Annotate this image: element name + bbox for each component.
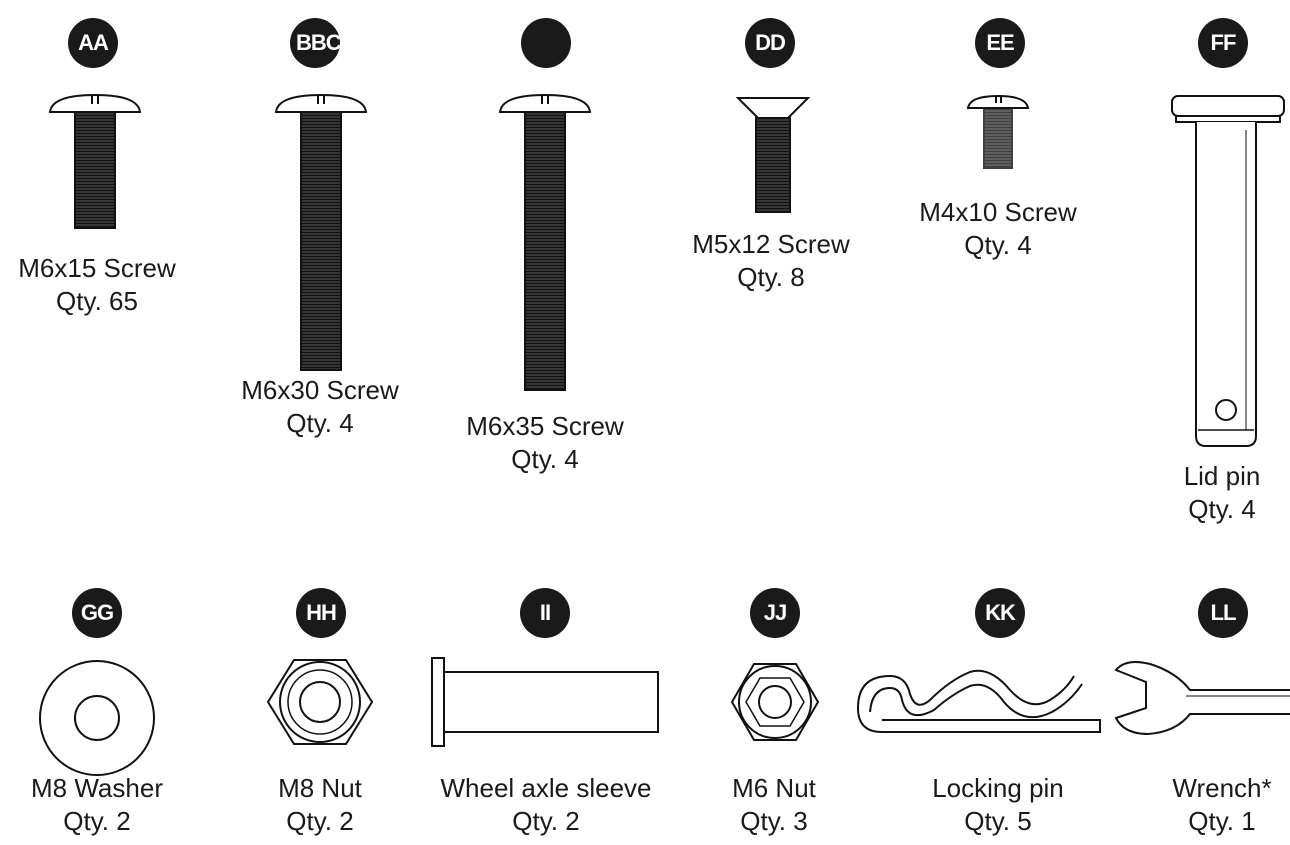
aa-screw-drawing [48,93,142,229]
badge-gg: GG [72,588,122,638]
part-label-jj: M6 Nut Qty. 3 [732,772,816,838]
ii-sleeve-drawing [431,657,659,747]
part-qty: Qty. 4 [964,230,1032,260]
dd-screw-drawing [735,97,811,213]
cc-screw-drawing [498,93,592,391]
gg-washer-drawing [39,660,155,776]
ff-lid-pin-drawing [1171,95,1285,447]
part-qty: Qty. 2 [286,806,354,836]
badge-dd: DD [745,18,795,68]
part-label-ff: Lid pin Qty. 4 [1184,460,1261,526]
part-qty: Qty. 1 [1188,806,1256,836]
badge-aa: AA [68,18,118,68]
badge-ff: FF [1198,18,1248,68]
part-label-dd: M5x12 Screw Qty. 8 [692,228,850,294]
part-name: M6 Nut [732,773,816,803]
part-name: Locking pin [932,773,1064,803]
kk-locking-pin-drawing [856,669,1101,733]
part-label-ii: Wheel axle sleeve Qty. 2 [441,772,652,838]
part-qty: Qty. 4 [286,408,354,438]
part-name: M6x35 Screw [466,411,624,441]
jj-nut-drawing [730,663,820,741]
badge-ii: II [520,588,570,638]
bb-screw-drawing [274,93,368,371]
part-name: Wheel axle sleeve [440,773,652,803]
ee-screw-drawing [966,94,1030,169]
badge-hh: HH [296,588,346,638]
part-name: M8 Nut [278,773,362,803]
part-qty: Qty. 5 [964,806,1032,836]
part-name: M5x12 Screw [692,229,850,259]
part-qty: Qty. 3 [740,806,808,836]
part-label-ll: Wrench* Qty. 1 [1172,772,1271,838]
badge-ll: LL [1198,588,1248,638]
part-name: M4x10 Screw [919,197,1077,227]
part-label-ee: M4x10 Screw Qty. 4 [919,196,1077,262]
ll-wrench-drawing [1114,661,1290,736]
badge-cc [521,18,571,68]
part-label-cc: M6x35 Screw Qty. 4 [466,410,624,476]
part-label-bb: M6x30 Screw Qty. 4 [241,374,399,440]
badge-kk: KK [975,588,1025,638]
part-label-kk: Locking pin Qty. 5 [932,772,1064,838]
badge-bb: BBC [290,18,340,68]
part-label-aa: M6x15 Screw Qty. 65 [18,252,176,318]
badge-ee: EE [975,18,1025,68]
part-label-hh: M8 Nut Qty. 2 [278,772,362,838]
part-label-gg: M8 Washer Qty. 2 [31,772,163,838]
part-qty: Qty. 4 [511,444,579,474]
part-name: Wrench* [1172,773,1272,803]
part-qty: Qty. 4 [1188,494,1256,524]
part-name: M6x30 Screw [241,375,399,405]
part-qty: Qty. 2 [63,806,131,836]
hh-nut-drawing [266,659,374,745]
part-qty: Qty. 8 [737,262,805,292]
part-qty: Qty. 65 [56,286,138,316]
part-name: M6x15 Screw [18,253,176,283]
part-name: Lid pin [1183,461,1261,491]
badge-jj: JJ [750,588,800,638]
part-name: M8 Washer [31,773,163,803]
part-qty: Qty. 2 [512,806,580,836]
